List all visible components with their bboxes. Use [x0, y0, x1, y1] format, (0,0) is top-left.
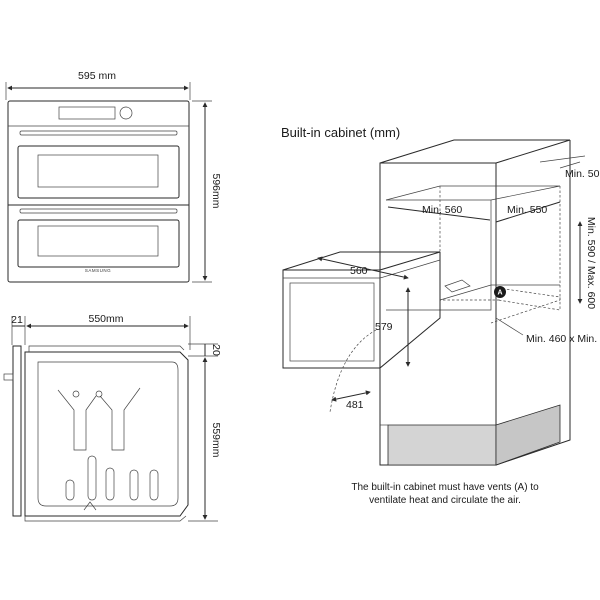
vent-slot	[105, 467, 115, 501]
min-550-label: Min. 550	[507, 204, 547, 216]
oven-front-body	[7, 100, 190, 283]
bottom-rail	[24, 515, 187, 522]
oven-control-strip-side	[379, 259, 441, 279]
opening-depth	[490, 186, 561, 324]
mount-hole	[72, 390, 80, 398]
top-rail	[28, 345, 185, 352]
min-550-dimension-line	[495, 201, 561, 223]
cabinet-plinth-side	[495, 404, 561, 466]
oven-width-dimension-line	[317, 256, 409, 280]
front-height-label: 596mm	[210, 173, 222, 208]
upper-door-frame	[17, 145, 180, 199]
upper-door-handle	[19, 130, 178, 136]
cabinet-opening	[386, 199, 492, 311]
vent-slot	[65, 479, 75, 501]
door-depth-dimension-line	[331, 390, 371, 402]
extension-line	[539, 155, 586, 163]
panel-recess	[57, 387, 141, 451]
vent-note-line-2: ventilate heat and circulate the air.	[369, 495, 521, 506]
min-560-label: Min. 560	[422, 204, 462, 216]
control-knob	[119, 106, 133, 120]
door-profile	[12, 345, 22, 517]
side-inner-panel	[37, 361, 179, 507]
side-view: 21 550mm 20 559mm	[3, 313, 222, 522]
lower-door-window	[37, 225, 159, 257]
door-depth-label: 21	[11, 314, 23, 326]
vent-slot	[87, 455, 97, 501]
foot-marker	[83, 501, 97, 511]
opening-top	[385, 185, 561, 201]
oven-door	[289, 282, 375, 362]
vent-marker-a	[494, 286, 506, 298]
opening-floor	[439, 284, 560, 301]
front-view: 595 mm SAMSUNG 596mm	[5, 70, 222, 283]
cabinet-title: Built-in cabinet (mm)	[281, 125, 400, 140]
opening-height-label: Min. 590 / Max. 600	[585, 217, 597, 309]
cabinet-side	[495, 140, 571, 466]
vent-opening	[497, 287, 561, 311]
vent-marker-label: A	[497, 290, 502, 297]
cabinet-view: Built-in cabinet (mm) Min. 50 Min. 560 M…	[281, 125, 600, 506]
side-height-label: 559mm	[210, 422, 222, 457]
lower-door-frame	[17, 219, 180, 268]
min-560-dimension-line	[387, 206, 491, 221]
oven-width-label: 560	[350, 265, 368, 277]
vent-leader-line	[495, 317, 524, 336]
oven-front-face	[282, 269, 381, 369]
mount-hole	[95, 390, 103, 398]
oven-side-body	[24, 351, 189, 517]
oven-side-face	[379, 252, 441, 369]
oven-height-label: 579	[375, 321, 393, 333]
min-50-top-label: Min. 50	[565, 168, 600, 180]
lower-door-handle	[19, 208, 178, 214]
door-depth-label: 481	[346, 399, 364, 411]
display-panel	[58, 106, 116, 120]
oven-top-face	[282, 251, 441, 271]
shelf-support	[444, 279, 471, 293]
cabinet-plinth	[387, 424, 497, 466]
side-depth-label: 550mm	[88, 313, 123, 325]
extension-line	[559, 161, 581, 169]
top-gap-label: 20	[210, 344, 222, 356]
brand-logo: SAMSUNG	[85, 268, 111, 273]
cabinet-top	[379, 139, 571, 164]
vent-note-line-1: The built-in cabinet must have vents (A)…	[351, 482, 539, 493]
upper-door-window	[37, 154, 159, 188]
vent-slot	[129, 469, 139, 501]
front-width-label: 595 mm	[78, 70, 116, 82]
hinge-bracket	[3, 373, 14, 381]
vent-slot	[149, 469, 159, 501]
vent-size-label: Min. 460 x Min. 50	[526, 333, 600, 345]
